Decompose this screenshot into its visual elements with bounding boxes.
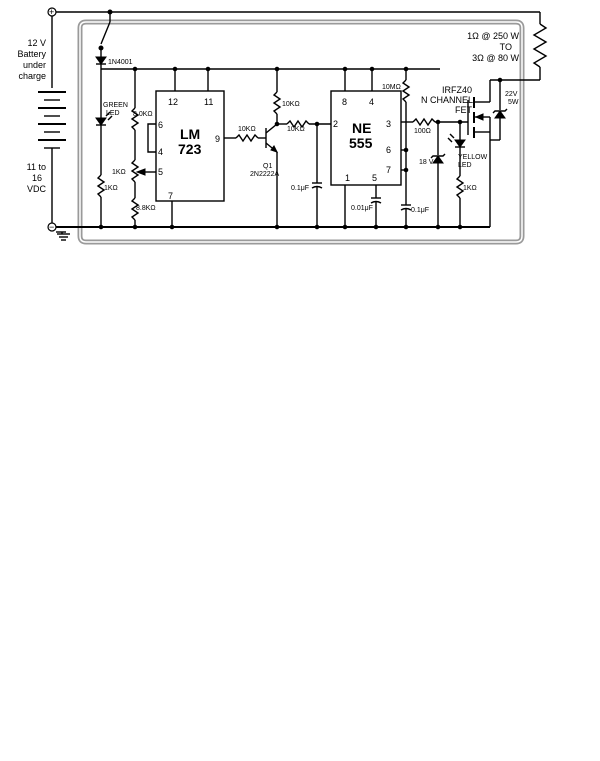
ground-rail [51,156,490,228]
yellow-led-label-1: YELLOW [458,154,488,161]
load-label-2: TO [500,42,512,52]
ne555-pin-7: 7 [386,165,391,175]
load-label: 1Ω @ 250 W TO 3Ω @ 80 W [467,31,519,63]
green-led: GREEN LED [95,69,128,175]
lm723-pin-7: 7 [168,191,173,201]
battery-label: 12 V Battery under charge 11 to 16 VDC [17,38,46,194]
mosfet-label-1: IRFZ40 [442,85,472,95]
mosfet-irfz40: IRFZ40 N CHANNEL FET [421,80,491,227]
capacitor-0-1uf-right: 0.1μF [400,204,429,227]
diode-1n4001: 1N4001 [95,48,133,69]
battery-label-line-4: charge [18,71,46,81]
ne555-ic: NE 555 8 4 2 3 6 7 1 5 [330,90,402,186]
ground-icon [56,231,70,241]
capacitor-0-1uf-left-label: 0.1μF [291,185,309,192]
lm723-pin-5: 5 [158,167,163,177]
negative-sign: − [49,222,54,232]
diode-label: 1N4001 [108,59,133,66]
battery-symbol [38,91,66,156]
lm723-name-2: 723 [178,141,202,157]
ne555-pin-8: 8 [342,97,347,107]
ne555-pin-3: 3 [386,119,391,129]
divider-chain: 8.0KΩ 1KΩ 8.8KΩ [112,69,156,227]
resistor-1k-green: 1KΩ [96,174,118,227]
green-led-label-2: LED [106,110,120,117]
positive-sign: + [49,7,54,17]
resistor-10m-label: 10MΩ [382,84,401,91]
ne555-pin-5: 5 [372,173,377,183]
load-label-1: 1Ω @ 250 W [467,31,519,41]
junction-dots [98,66,503,230]
battery-range-line-1: 11 to [27,162,46,172]
transistor-q1: Q1 2N2222A [250,123,280,178]
battery-label-line-1: 12 V [27,38,46,48]
lm723-name-1: LM [180,126,200,142]
pot-1k-label: 1KΩ [112,169,126,176]
capacitor-0-1uf-right-label: 0.1μF [411,207,429,214]
resistor-10k-base-label: 10KΩ [238,126,256,133]
positive-rail [51,11,541,88]
yellow-led-label-2: LED [458,162,472,169]
resistor-10k-collector: 10KΩ [272,69,300,124]
resistor-10k-ne555-label: 10KΩ [287,126,305,133]
resistor-10k-base: 10KΩ [224,126,266,143]
negative-terminal [47,222,57,232]
load-resistor [532,23,548,80]
mosfet-label-3: FET [455,105,473,115]
ne555-name-1: NE [352,120,371,136]
capacitor-0-1uf-left: 0.1μF [291,124,323,227]
lm723-pin-12: 12 [168,97,178,107]
resistor-1k-yellow: 1KΩ [455,147,477,227]
load-label-3: 3Ω @ 80 W [472,53,519,63]
resistor-8k8-label: 8.8KΩ [136,205,156,212]
green-led-label-1: GREEN [103,102,128,109]
ne555-pin-1: 1 [345,173,350,183]
switch-symbol [98,9,113,51]
capacitor-0-01uf-label: 0.01μF [351,205,373,212]
battery-label-line-3: under [23,60,46,70]
battery-range-line-2: 16 [32,173,42,183]
zener-22v-label-2: 5W [508,99,519,106]
resistor-1k-yellow-label: 1KΩ [463,185,477,192]
q1-name: Q1 [263,163,272,170]
ne555-pin-6: 6 [386,145,391,155]
zener-18v: 18 V [419,122,446,227]
capacitor-0-01uf: 0.01μF [351,185,382,227]
lm723-pin-6: 6 [158,120,163,130]
battery-range-line-3: VDC [27,184,47,194]
ne555-name-2: 555 [349,135,373,151]
resistor-1k-green-label: 1KΩ [104,185,118,192]
resistor-100: 100Ω [401,117,468,135]
positive-terminal [47,7,57,17]
ne555-pin-2: 2 [333,119,338,129]
mosfet-label-2: N CHANNEL [421,95,473,105]
resistor-100-label: 100Ω [414,128,431,135]
zener-22v: 22V 5W [490,79,540,141]
lm723-pin-11: 11 [204,97,213,107]
battery-label-line-2: Battery [17,49,46,59]
q1-part: 2N2222A [250,171,280,178]
lm723-pin-9: 9 [215,134,220,144]
lm723-pin-4: 4 [158,147,163,157]
resistor-10k-ne555: 10KΩ [277,119,331,133]
ne555-pin-4: 4 [369,97,374,107]
resistor-8k0-label: 8.0KΩ [133,111,153,118]
resistor-10k-collector-label: 10KΩ [282,101,300,108]
zener-22v-label-1: 22V [505,91,518,98]
lm723-ic: LM 723 12 11 6 4 5 7 9 [155,90,225,202]
zener-18v-label: 18 V [419,159,434,166]
